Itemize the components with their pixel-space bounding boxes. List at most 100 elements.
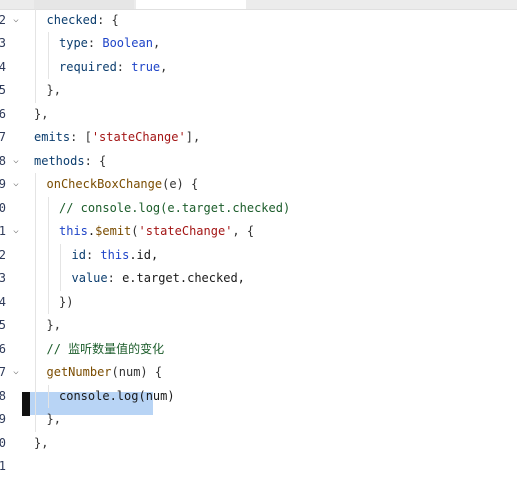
- code-line[interactable]: 8 ⌵ methods: {: [0, 150, 517, 174]
- indent-guide: [35, 55, 36, 79]
- code-line[interactable]: 1: [0, 455, 517, 479]
- code-token: },: [34, 435, 49, 450]
- code-token: methods: [34, 153, 85, 168]
- indent-guide: [60, 243, 61, 267]
- code-token: required: [59, 59, 117, 74]
- code-text: this.$emit('stateChange', {: [59, 220, 254, 244]
- chevron-down-icon[interactable]: ⌵: [13, 367, 19, 377]
- code-line[interactable]: 4 required: true,: [0, 55, 517, 80]
- code-token: ,: [152, 36, 161, 50]
- code-text: methods: {: [34, 150, 106, 174]
- code-token: :: [85, 247, 101, 262]
- code-line[interactable]: 2⌵checked: {: [0, 8, 517, 33]
- chevron-down-icon[interactable]: ⌵: [13, 226, 19, 236]
- indent-guide: [47, 55, 49, 79]
- code-token: .: [87, 224, 96, 238]
- indent-guide: [60, 267, 61, 291]
- line-number: 9: [0, 412, 6, 426]
- code-token: 'stateChange': [91, 130, 186, 144]
- line-number: 3: [0, 36, 6, 50]
- code-line[interactable]: 4}): [0, 290, 517, 315]
- line-number: 6: [0, 106, 6, 121]
- code-line[interactable]: 5},: [0, 79, 517, 103]
- code-line[interactable]: 9⌵onCheckBoxChange(e) {: [0, 173, 517, 197]
- chevron-down-icon[interactable]: ⌵: [13, 14, 19, 25]
- indent-guide: [35, 314, 36, 338]
- line-number: 0: [0, 200, 6, 215]
- code-token: emits: [34, 130, 71, 144]
- editor-tab-inactive[interactable]: [34, 0, 134, 9]
- code-token: id: [71, 247, 86, 262]
- code-text: },: [34, 432, 48, 456]
- code-token: },: [46, 412, 61, 426]
- chevron-down-icon[interactable]: ⌵: [13, 155, 19, 166]
- code-text: type: Boolean,: [59, 32, 160, 56]
- code-token: },: [34, 106, 49, 121]
- code-token: this: [59, 224, 88, 238]
- code-line[interactable]: 6},: [0, 103, 517, 127]
- code-text: }): [59, 291, 73, 315]
- line-number: 4: [0, 59, 6, 74]
- code-text: required: true,: [59, 56, 167, 80]
- code-text: // console.log(e.target.checked): [59, 197, 290, 221]
- indent-guide: [35, 79, 36, 103]
- code-token: : {: [84, 153, 107, 168]
- code-line[interactable]: 2 id: this.id,: [0, 243, 517, 268]
- code-text: id: this.id,: [72, 244, 159, 268]
- indent-guide: [35, 384, 36, 408]
- code-line[interactable]: 0},: [0, 432, 517, 456]
- code-line[interactable]: 7⌵getNumber(num) {: [0, 361, 517, 385]
- code-token: getNumber: [46, 365, 112, 379]
- code-text: getNumber(num) {: [47, 361, 163, 385]
- code-line[interactable]: 3 type: Boolean,: [0, 32, 517, 56]
- indent-guide: [35, 361, 36, 385]
- code-text: },: [34, 103, 48, 127]
- editor-tab-bar: [0, 0, 517, 10]
- text-cursor: [22, 392, 30, 416]
- line-number: 5: [0, 83, 6, 97]
- code-token: true: [131, 59, 161, 74]
- line-number: 8: [0, 153, 6, 168]
- code-line[interactable]: 1⌵this.$emit('stateChange', {: [0, 220, 517, 244]
- code-token: (num) {: [111, 365, 163, 379]
- code-text: checked: {: [47, 9, 119, 33]
- indent-guide: [47, 196, 49, 220]
- indent-guide: [35, 196, 36, 220]
- code-token: checked: [46, 12, 98, 27]
- code-text: onCheckBoxChange(e) {: [47, 173, 199, 197]
- line-number: 5: [0, 318, 6, 332]
- code-token: }): [59, 294, 74, 309]
- code-token: (e) {: [162, 177, 199, 191]
- code-token: , {: [232, 224, 255, 238]
- code-text: },: [47, 408, 61, 432]
- chevron-down-icon[interactable]: ⌵: [13, 179, 19, 189]
- code-token: Boolean: [102, 36, 153, 50]
- code-line[interactable]: 0 // console.log(e.target.checked): [0, 196, 517, 221]
- code-line[interactable]: 5},: [0, 314, 517, 338]
- code-text: },: [47, 314, 61, 338]
- code-token: (: [131, 224, 139, 238]
- code-token: $emit: [95, 224, 132, 238]
- code-token: // console.log(e.target.checked): [59, 200, 291, 215]
- code-text: },: [47, 79, 61, 103]
- code-token: .id,: [129, 247, 159, 262]
- code-line[interactable]: 6// 监听数量值的变化: [0, 337, 517, 361]
- line-number: 8: [0, 388, 6, 403]
- line-number: 2: [0, 247, 6, 262]
- editor-tab-active[interactable]: [136, 0, 246, 9]
- line-number: 4: [0, 294, 6, 309]
- code-token: ],: [185, 130, 201, 144]
- text-selection: [28, 392, 153, 415]
- code-token: type: [59, 36, 88, 50]
- code-token: :: [87, 36, 103, 50]
- line-number: 1: [0, 459, 6, 473]
- line-number: 7: [0, 130, 6, 144]
- indent-guide: [47, 267, 49, 291]
- code-line[interactable]: 9},: [0, 408, 517, 432]
- indent-guide: [47, 384, 49, 408]
- code-token: e.target.checked,: [122, 271, 245, 285]
